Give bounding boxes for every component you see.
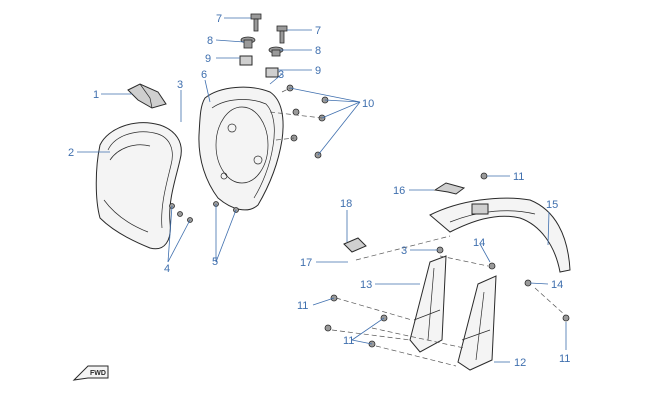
screw-part-7-left xyxy=(250,13,262,32)
callout-7-left: 7 xyxy=(216,13,222,25)
screw-part-7-right xyxy=(276,25,288,44)
assembly-lines xyxy=(331,235,567,367)
callout-leaders xyxy=(77,17,567,363)
callout-3-right: 3 xyxy=(401,245,407,257)
fwd-label: FWD xyxy=(90,370,106,377)
callout-7-right: 7 xyxy=(315,25,321,37)
callout-13: 13 xyxy=(360,279,372,291)
grommet-part-9-right xyxy=(265,67,279,78)
headlight-housing-part-6 xyxy=(198,86,284,211)
callout-3-top-left: 3 xyxy=(177,79,183,91)
callout-4: 4 xyxy=(164,263,170,275)
callout-labels: 1 3 2 4 5 6 7 7 8 8 9 9 3 10 11 16 18 15… xyxy=(68,13,570,369)
callout-5: 5 xyxy=(212,256,218,268)
callout-2: 2 xyxy=(68,147,74,159)
callout-3-top-center: 3 xyxy=(278,69,284,81)
badge-part-16 xyxy=(433,182,466,195)
callout-9-right: 9 xyxy=(315,65,321,77)
callout-14-right: 14 xyxy=(551,279,563,291)
callout-17: 17 xyxy=(300,257,312,269)
spacer-part-8-right xyxy=(268,46,284,57)
callout-11-left: 11 xyxy=(297,300,308,312)
forward-arrow-icon: FWD xyxy=(72,365,109,381)
grommet-part-9-left xyxy=(239,55,253,66)
callout-11-bottom-left: 11 xyxy=(343,335,354,347)
callout-16: 16 xyxy=(393,185,405,197)
callout-6: 6 xyxy=(201,69,207,81)
bracket-part-18 xyxy=(343,237,367,253)
fork-guard-part-12 xyxy=(457,275,497,371)
screw-set-part-11 xyxy=(324,172,570,348)
callout-10: 10 xyxy=(362,98,374,110)
callout-1: 1 xyxy=(93,89,99,101)
callout-8-left: 8 xyxy=(207,35,213,47)
callout-11-top: 11 xyxy=(513,171,524,183)
callout-8-right: 8 xyxy=(315,45,321,57)
bracket-part-1 xyxy=(127,83,167,109)
callout-15: 15 xyxy=(546,199,558,211)
screw-set-part-4 xyxy=(169,203,193,223)
callout-12: 12 xyxy=(514,357,526,369)
callout-18: 18 xyxy=(340,198,352,210)
headlight-cover-part-2 xyxy=(95,122,182,250)
callout-9-left: 9 xyxy=(205,53,211,65)
spacer-part-8-left xyxy=(240,36,256,49)
callout-11-bottom-right: 11 xyxy=(559,353,570,365)
front-fender-part-15 xyxy=(429,197,571,273)
clip-set-part-10 xyxy=(269,84,329,159)
callout-14-left: 14 xyxy=(473,237,485,249)
